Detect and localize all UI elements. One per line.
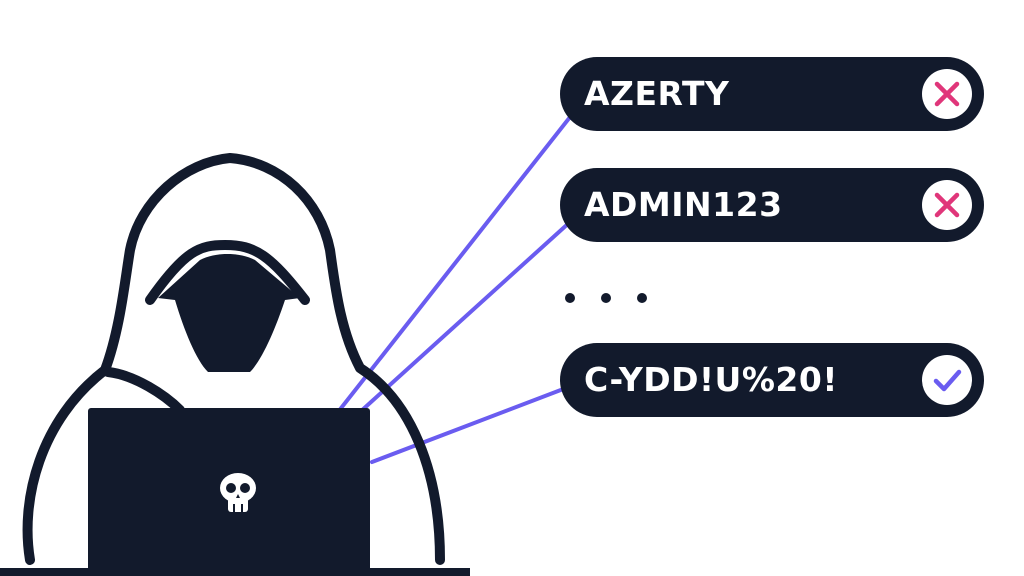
password-text: AZERTY	[584, 74, 730, 113]
status-badge	[922, 180, 972, 230]
face-shadow	[158, 254, 300, 372]
connector-line	[370, 386, 568, 464]
password-text: ADMIN123	[584, 185, 783, 224]
x-mark-icon	[934, 81, 960, 107]
password-attempt-1: AZERTY	[560, 57, 984, 131]
password-text: C-YDD!U%20!	[584, 360, 838, 399]
more-attempts-ellipsis	[565, 286, 655, 310]
hooded-figure	[22, 153, 445, 565]
desk	[0, 568, 470, 576]
checkmark-icon	[933, 369, 962, 392]
ellipsis-dot	[637, 293, 647, 303]
ellipsis-dot	[601, 293, 611, 303]
status-badge	[922, 355, 972, 405]
password-attempt-3: C-YDD!U%20!	[560, 343, 984, 417]
x-mark-icon	[934, 192, 960, 218]
connector-line	[358, 220, 572, 414]
ellipsis-dot	[565, 293, 575, 303]
skull-icon	[220, 473, 256, 512]
connector-line	[336, 110, 576, 414]
password-attempt-2: ADMIN123	[560, 168, 984, 242]
status-badge	[922, 69, 972, 119]
